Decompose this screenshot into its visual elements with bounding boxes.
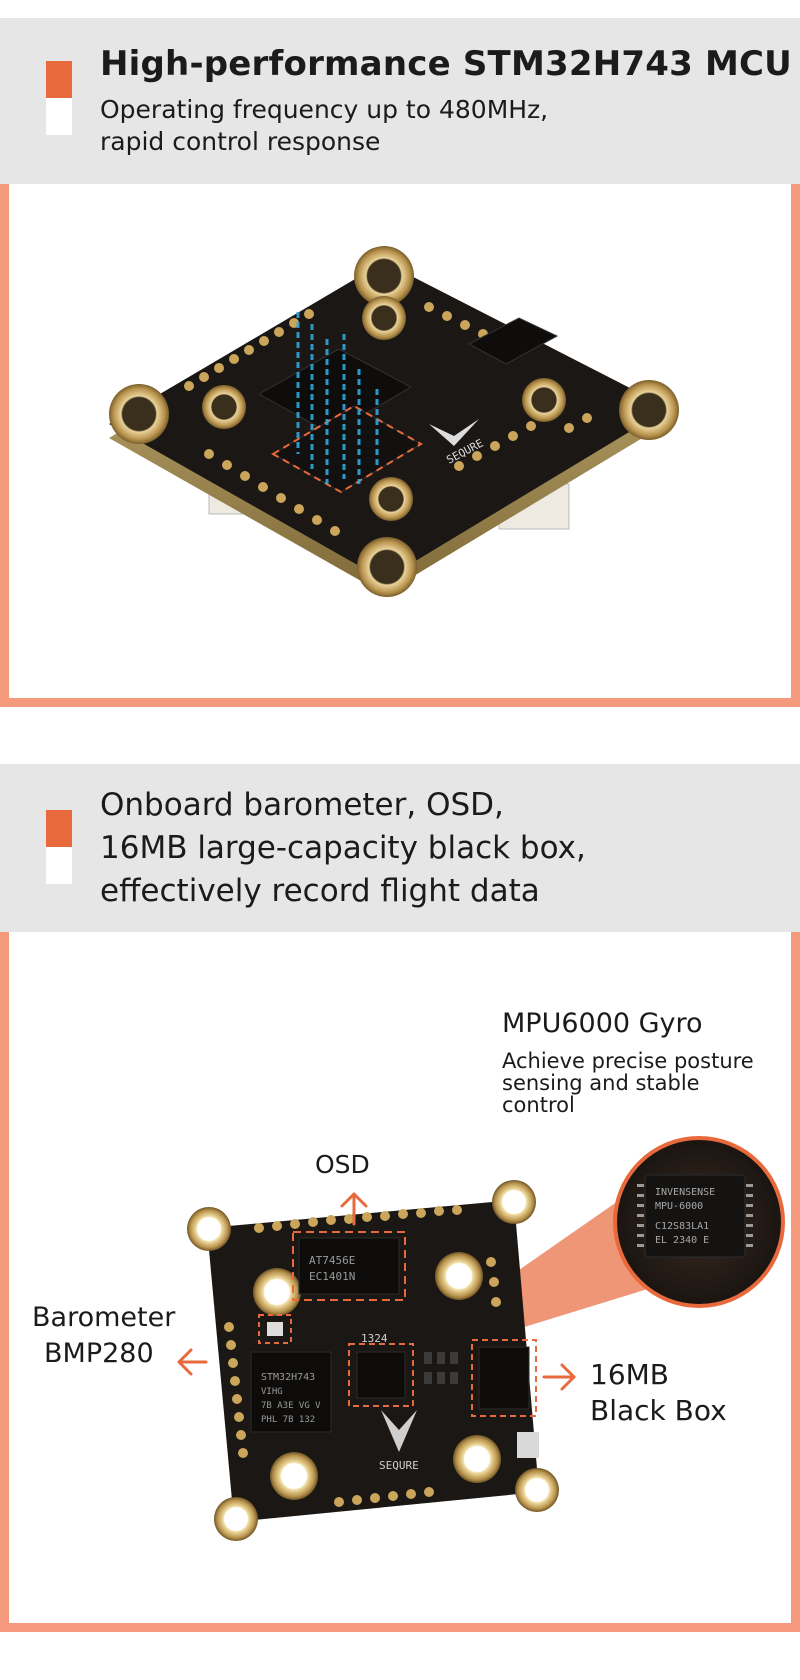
gyro-zoom-mark-2: MPU-6000 [655,1201,703,1212]
blackbox-label-line2: Black Box [590,1394,727,1427]
section2-line2: 16MB large-capacity black box, [100,830,586,866]
board2-brand-mark: SEQURE [379,1459,419,1472]
gyro-zoom-mark-1: INVENSENSE [655,1187,715,1198]
section1-subtitle-line2: rapid control response [100,127,381,156]
mcu-mark-3: 7B A3E VG V [261,1401,321,1411]
blackbox-label-line1: 16MB [590,1358,669,1391]
section2-header-band: Onboard barometer, OSD, 16MB large-capac… [0,764,800,932]
barometer-label-line1: Barometer [32,1302,176,1333]
osd-chip-mark-1: AT7456E [309,1254,355,1267]
gyro-zoom-mark-4: EL 2340 E [655,1235,709,1246]
mcu-mark-4: PHL 7B 132 [261,1415,315,1425]
section2-image-frame: MPU6000 Gyro Achieve precise posture sen… [0,932,800,1632]
gyro-title: MPU6000 Gyro [502,1008,703,1039]
gyro-desc-line2: sensing and stable [502,1071,700,1095]
gyro-desc-line3: control [502,1093,575,1117]
gyro-zoom-mark-3: C12S83LA1 [655,1221,709,1232]
section2-marker [46,810,72,884]
osd-chip-mark-2: EC1401N [309,1270,355,1283]
gyro-desc-line1: Achieve precise posture [502,1049,754,1073]
section1-subtitle-line1: Operating frequency up to 480MHz, [100,95,549,124]
chip-id-mark: 1324 [361,1332,388,1345]
section1-title: High-performance STM32H743 MCU [100,44,792,84]
section1-header-band: High-performance STM32H743 MCU Operating… [0,18,800,184]
mcu-mark-1: STM32H743 [261,1372,315,1383]
board-top-view-image: AT7456E EC1401N STM32H743 VIHG 7B A3E VG… [177,1136,785,1541]
flight-controller-board-image: SEQURE [109,246,679,597]
barometer-label-line2: BMP280 [44,1338,154,1369]
section2-line1: Onboard barometer, OSD, [100,787,504,823]
osd-label: OSD [315,1150,370,1179]
section1-marker [46,61,72,135]
mcu-mark-2: VIHG [261,1387,283,1397]
section1-image-frame: SEQURE [0,184,800,707]
section2-line3: effectively record flight data [100,873,540,909]
